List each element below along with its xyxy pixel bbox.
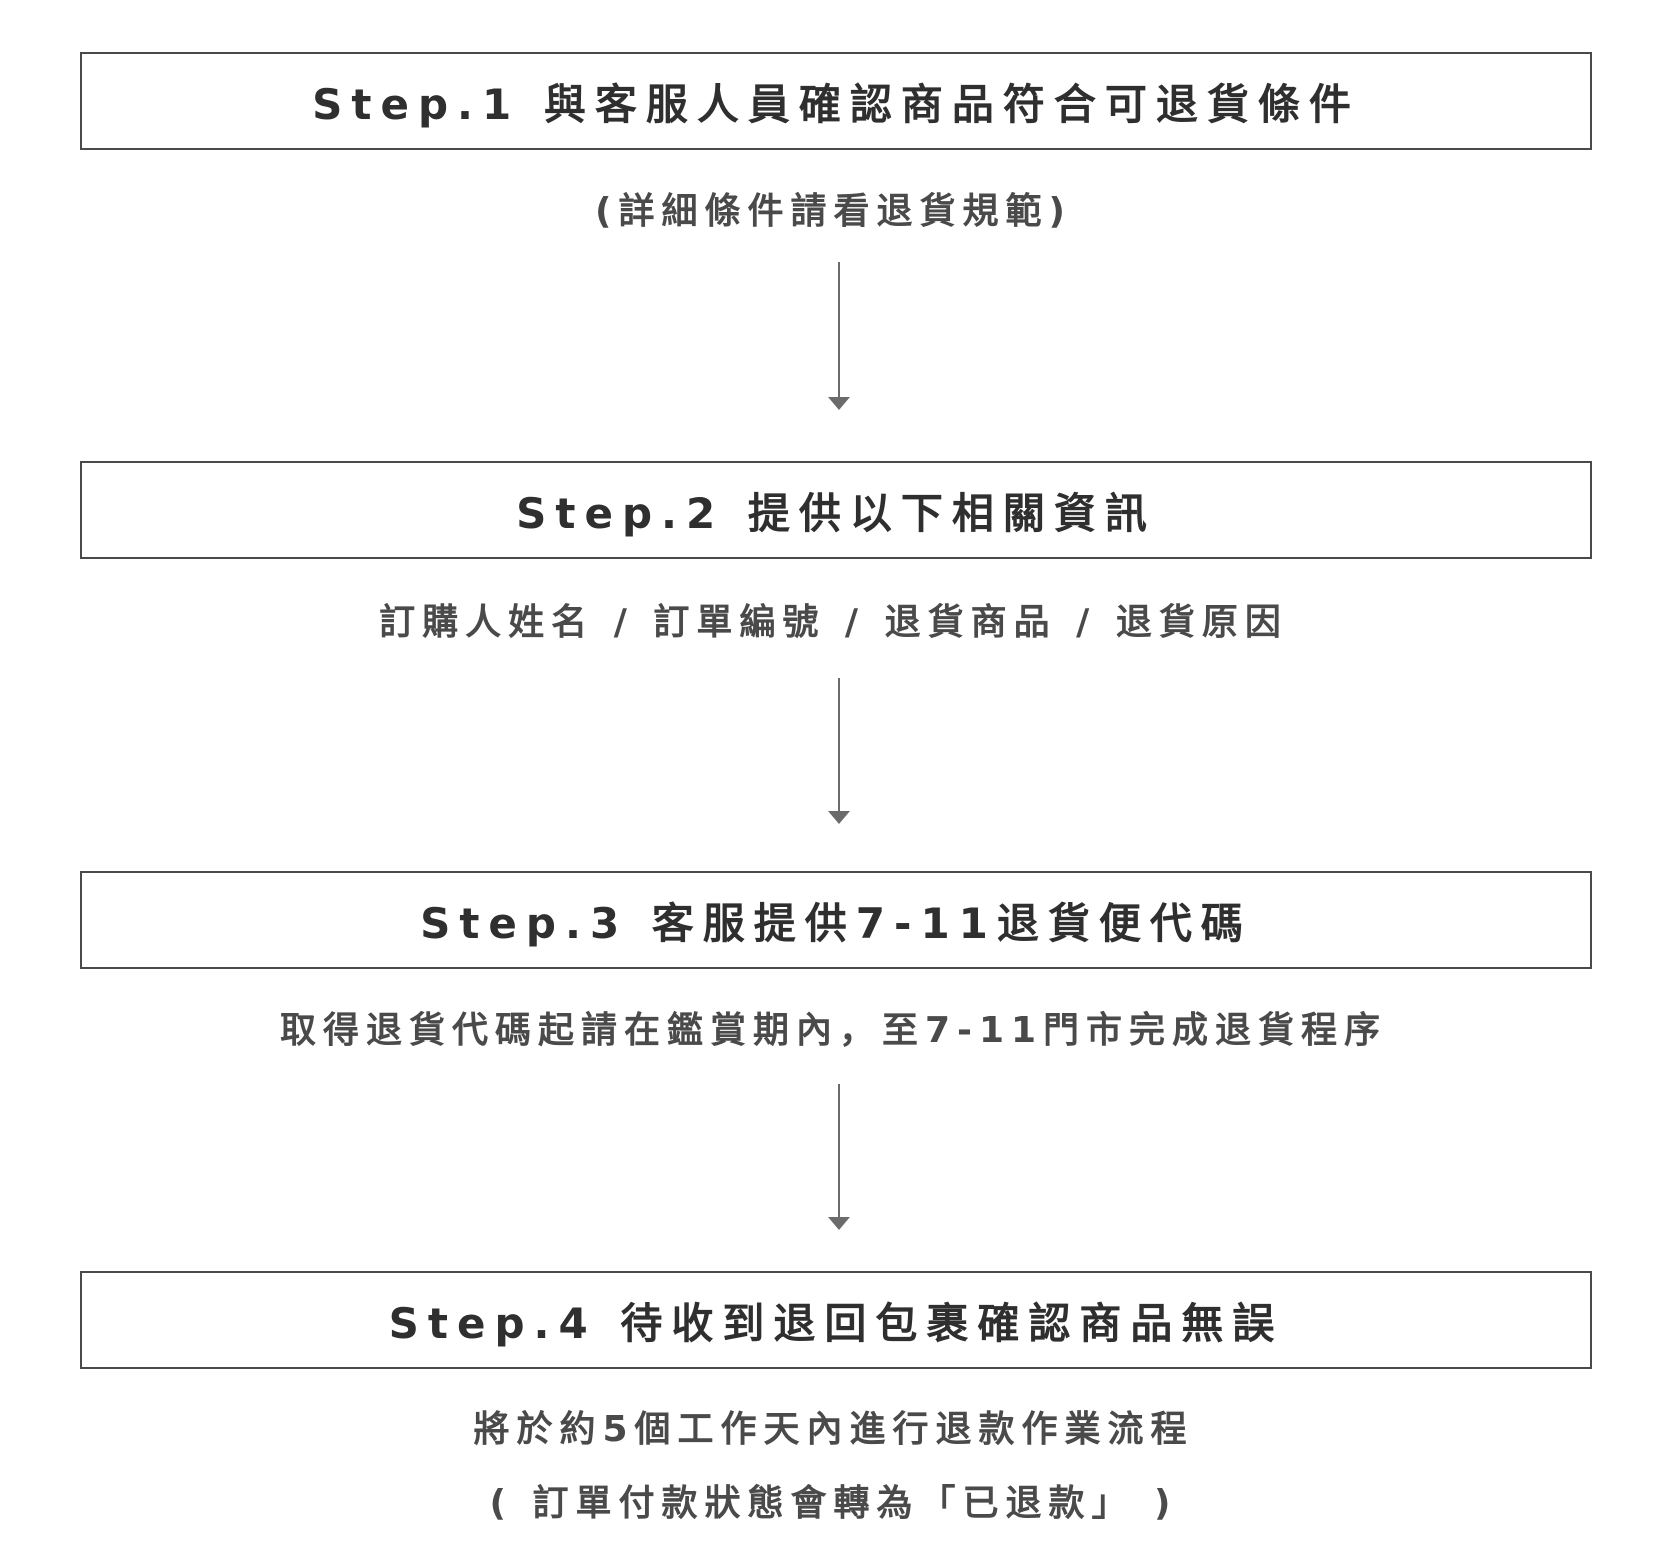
step-1-title: Step.1 與客服人員確認商品符合可退貨條件 xyxy=(312,79,1360,129)
step-2-note: 訂購人姓名 / 訂單編號 / 退貨商品 / 退貨原因 xyxy=(379,602,1288,643)
step-3-title: Step.3 客服提供7-11退貨便代碼 xyxy=(420,898,1252,948)
step-4-box: Step.4 待收到退回包裹確認商品無誤 xyxy=(80,1271,1592,1369)
step-1-note: (詳細條件請看退貨規範) xyxy=(595,191,1072,232)
step-2-box: Step.2 提供以下相關資訊 xyxy=(80,461,1592,559)
step-3-note: 取得退貨代碼起請在鑑賞期內，至7-11門市完成退貨程序 xyxy=(279,1010,1388,1051)
step-4-title: Step.4 待收到退回包裹確認商品無誤 xyxy=(388,1298,1284,1348)
arrow-down-icon xyxy=(828,1084,850,1230)
step-3-box: Step.3 客服提供7-11退貨便代碼 xyxy=(80,871,1592,969)
arrow-down-icon xyxy=(828,678,850,824)
arrow-down-icon xyxy=(828,262,850,410)
step-4-note-1: 將於約5個工作天內進行退款作業流程 xyxy=(473,1409,1194,1450)
step-1-box: Step.1 與客服人員確認商品符合可退貨條件 xyxy=(80,52,1592,150)
step-4-note-2: ( 訂單付款狀態會轉為「已退款」 ) xyxy=(489,1483,1178,1524)
step-2-title: Step.2 提供以下相關資訊 xyxy=(516,488,1156,538)
